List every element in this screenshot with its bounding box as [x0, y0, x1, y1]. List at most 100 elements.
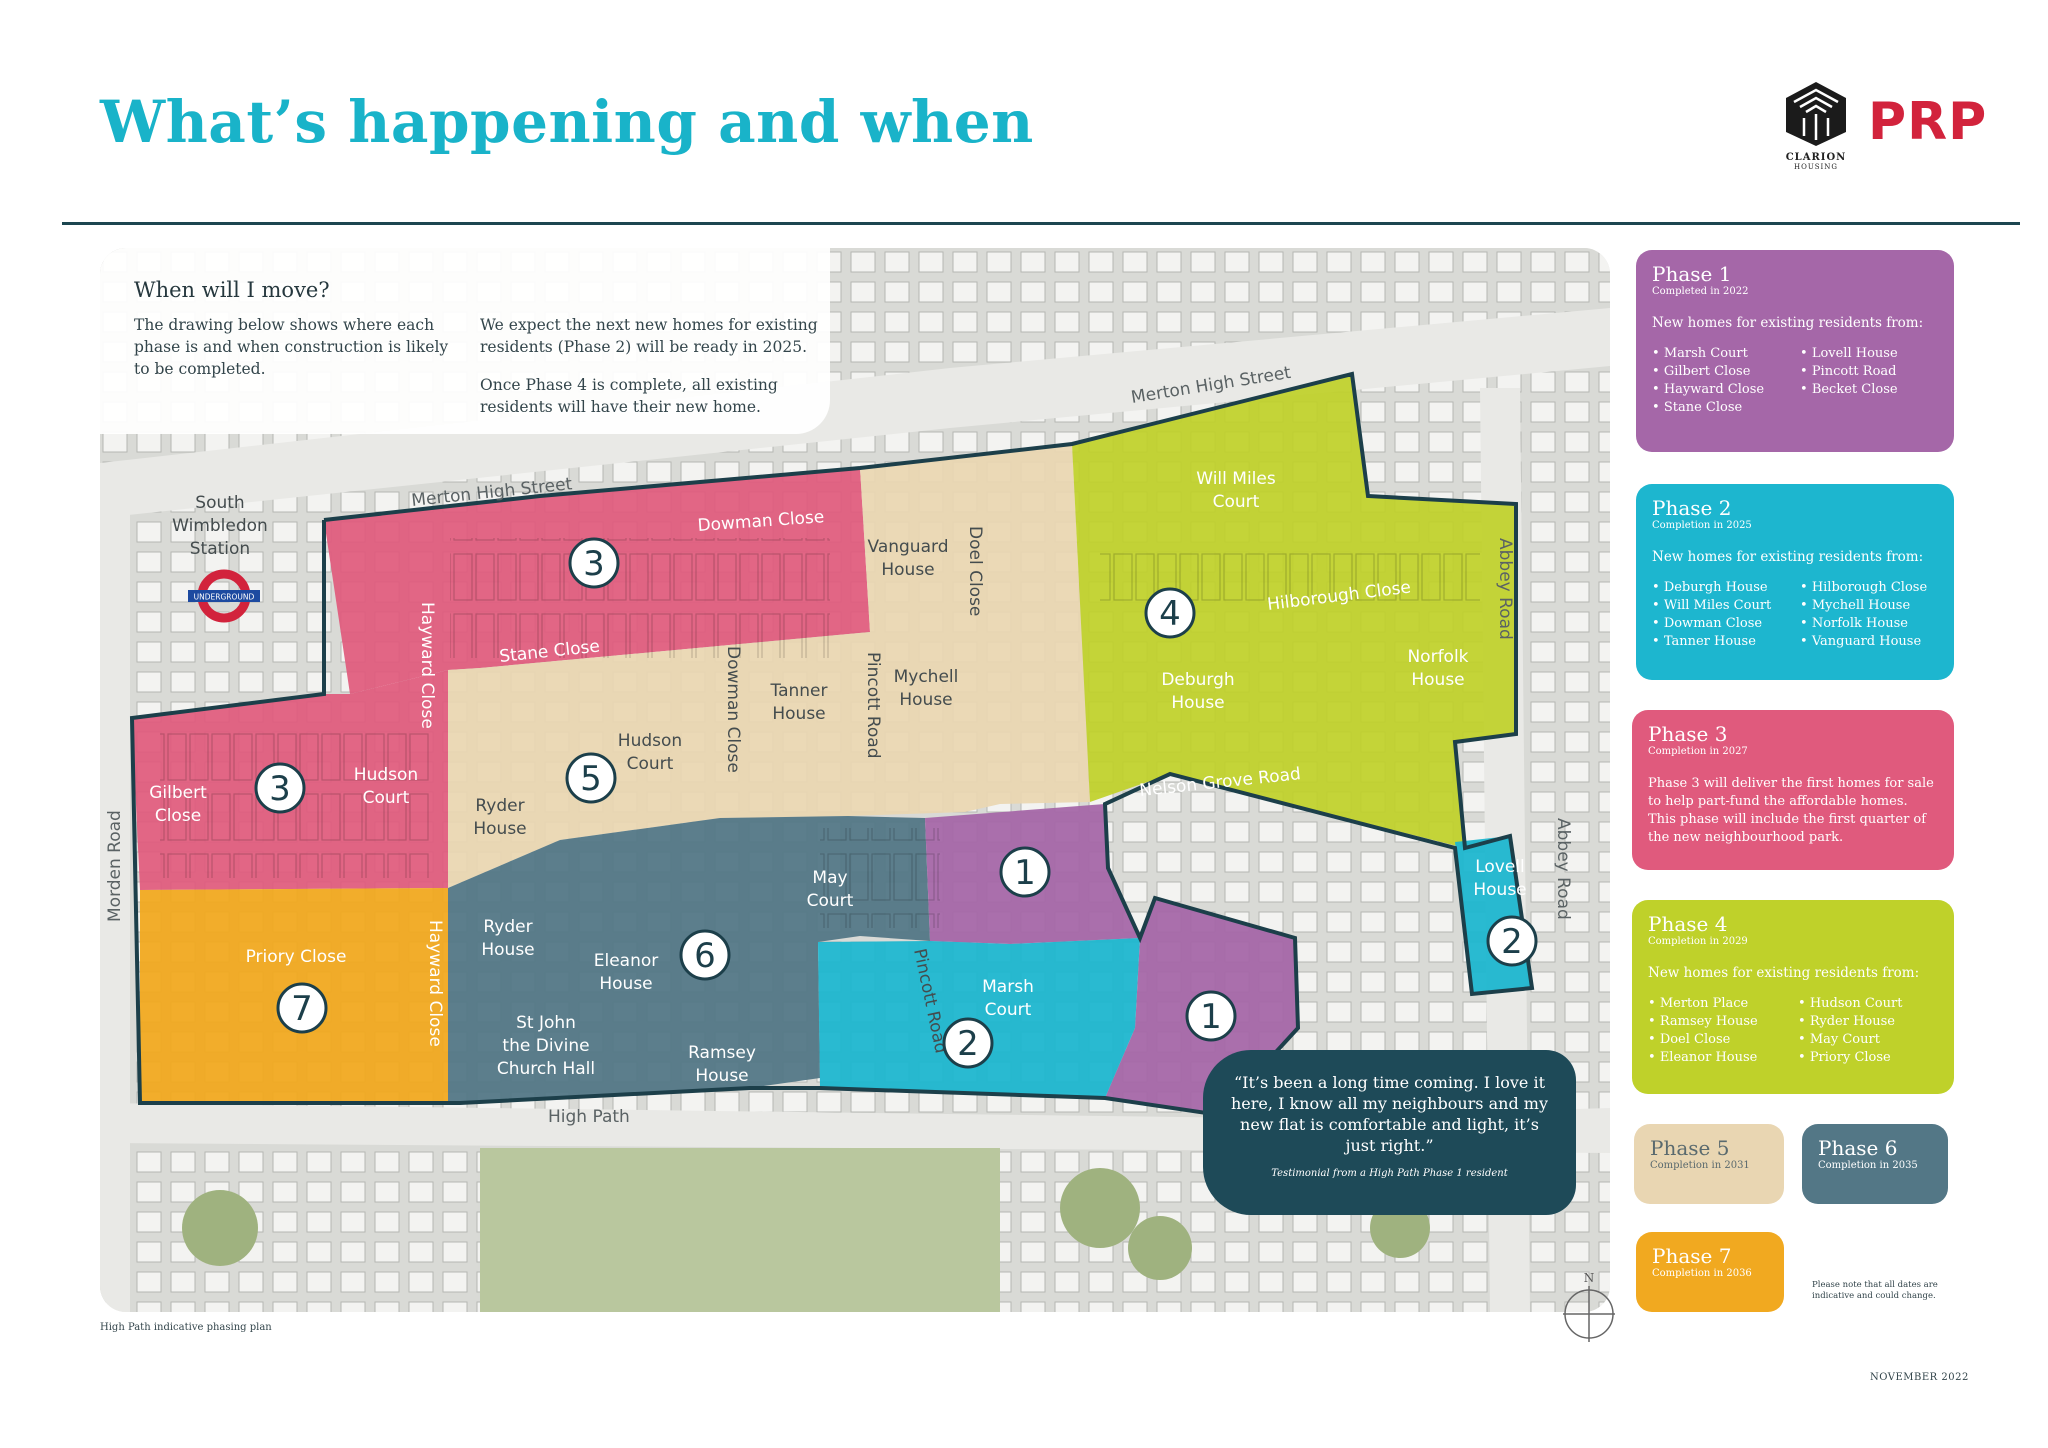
- phase-badge-2-south[interactable]: 2: [942, 1017, 994, 1069]
- svg-text:Lovell: Lovell: [1475, 857, 1525, 877]
- station-label-3: Station: [190, 539, 250, 559]
- list-item: Marsh Court: [1652, 345, 1790, 363]
- svg-text:3: 3: [583, 544, 605, 584]
- list-item: Ramsey House: [1648, 1013, 1788, 1031]
- phase-badge-1-north[interactable]: 1: [999, 846, 1051, 898]
- svg-text:2: 2: [1501, 922, 1523, 962]
- phase-badge-3-north[interactable]: 3: [568, 537, 620, 589]
- svg-text:the Divine: the Divine: [502, 1036, 589, 1056]
- list-item: Vanguard House: [1800, 633, 1938, 651]
- svg-text:House: House: [772, 704, 825, 724]
- phase-2-completion: Completion in 2025: [1652, 520, 1752, 531]
- phase-4-area[interactable]: [1072, 374, 1516, 848]
- list-item: Hudson Court: [1798, 995, 1938, 1013]
- park-area: [480, 1148, 1000, 1312]
- phase-6-name: Phase 6: [1818, 1136, 1898, 1160]
- svg-text:House: House: [1411, 670, 1464, 690]
- phase-badge-1-south[interactable]: 1: [1185, 990, 1237, 1042]
- testimonial-quote: “It’s been a long time coming. I love it…: [1203, 1050, 1576, 1215]
- clarion-mark-icon: [1786, 82, 1846, 146]
- list-item: Hilborough Close: [1800, 579, 1938, 597]
- phase-5-completion: Completion in 2031: [1650, 1160, 1750, 1171]
- info-heading: When will I move?: [134, 278, 330, 302]
- svg-text:Court: Court: [363, 788, 410, 808]
- svg-text:Mychell: Mychell: [894, 667, 959, 687]
- list-item: Tanner House: [1652, 633, 1790, 651]
- svg-text:Priory Close: Priory Close: [246, 947, 347, 967]
- street-hayward-close-b: Hayward Close: [425, 920, 445, 1047]
- street-abbey-road-a: Abbey Road: [1495, 538, 1515, 640]
- street-abbey-road-b: Abbey Road: [1553, 818, 1573, 920]
- svg-text:1: 1: [1200, 997, 1222, 1037]
- phase-2-south-area[interactable]: [818, 938, 1140, 1098]
- logos: CLARION HOUSING PRP: [1778, 80, 2008, 190]
- phase-badge-7[interactable]: 7: [276, 982, 328, 1034]
- phase-1-name: Phase 1: [1652, 262, 1732, 286]
- phase-2-card[interactable]: Phase 2 Completion in 2025 New homes for…: [1636, 484, 1954, 680]
- list-item: Eleanor House: [1648, 1049, 1788, 1067]
- info-text-2: We expect the next new homes for existin…: [480, 316, 818, 356]
- phase-4-completion: Completion in 2029: [1648, 936, 1748, 947]
- underground-roundel-icon: UNDERGROUND: [188, 569, 260, 623]
- header-divider: [62, 222, 2020, 225]
- list-item: Lovell House: [1800, 345, 1938, 363]
- station-label-1: South: [195, 493, 244, 513]
- quote-citation: Testimonial from a High Path Phase 1 res…: [1271, 1168, 1508, 1179]
- site-boundary: [129, 371, 1535, 1121]
- street-doel-close: Doel Close: [965, 526, 985, 616]
- phase-badge-6[interactable]: 6: [679, 929, 731, 981]
- phase-1-card[interactable]: Phase 1 Completed in 2022 New homes for …: [1636, 250, 1954, 452]
- svg-text:Ryder: Ryder: [483, 917, 532, 937]
- street-high-path: High Path: [548, 1107, 630, 1127]
- svg-text:House: House: [481, 940, 534, 960]
- date-stamp: NOVEMBER 2022: [1870, 1372, 1969, 1383]
- phase-1-intro: New homes for existing residents from:: [1652, 315, 1924, 331]
- phase-7-card[interactable]: Phase 7 Completion in 2036: [1636, 1232, 1784, 1312]
- svg-text:Hudson: Hudson: [618, 731, 682, 751]
- phase-badge-4[interactable]: 4: [1144, 587, 1196, 639]
- road-merton-high-street: [100, 308, 1610, 518]
- phase-badge-2-east[interactable]: 2: [1486, 915, 1538, 967]
- phase-badge-3-west[interactable]: 3: [254, 762, 306, 814]
- phase-3-card[interactable]: Phase 3 Completion in 2027 Phase 3 will …: [1632, 710, 1954, 870]
- svg-text:Ryder: Ryder: [475, 796, 524, 816]
- phase-1-completion: Completed in 2022: [1652, 286, 1749, 297]
- phase-5-name: Phase 5: [1650, 1136, 1730, 1160]
- tree: [1060, 1168, 1140, 1248]
- list-item: Priory Close: [1798, 1049, 1938, 1067]
- south-wimbledon-station[interactable]: South Wimbledon Station UNDERGROUND: [172, 493, 268, 623]
- svg-text:Hudson: Hudson: [354, 765, 418, 785]
- list-item: May Court: [1798, 1031, 1938, 1049]
- svg-text:House: House: [881, 560, 934, 580]
- phasing-map[interactable]: Merton High Street Merton High Street Ab…: [100, 248, 1610, 1312]
- svg-text:1: 1: [1014, 853, 1036, 893]
- svg-text:House: House: [899, 690, 952, 710]
- phase-4-intro: New homes for existing residents from:: [1648, 965, 1920, 981]
- svg-text:2: 2: [957, 1024, 979, 1064]
- svg-text:UNDERGROUND: UNDERGROUND: [194, 593, 255, 602]
- clarion-sub: HOUSING: [1793, 163, 1839, 171]
- tree: [1128, 1216, 1192, 1280]
- svg-text:Court: Court: [1213, 492, 1260, 512]
- phase-3-name: Phase 3: [1648, 722, 1728, 746]
- phase-5-card[interactable]: Phase 5 Completion in 2031: [1634, 1124, 1784, 1204]
- svg-text:Close: Close: [155, 806, 201, 826]
- tree: [182, 1190, 258, 1266]
- list-item: Will Miles Court: [1652, 597, 1790, 615]
- phase-4-card[interactable]: Phase 4 Completion in 2029 New homes for…: [1632, 900, 1954, 1094]
- map-canvas[interactable]: Merton High Street Merton High Street Ab…: [100, 248, 1610, 1312]
- street-morden-road: Morden Road: [105, 810, 125, 922]
- svg-text:Eleanor: Eleanor: [594, 951, 659, 971]
- phase-6-card[interactable]: Phase 6 Completion in 2035: [1802, 1124, 1948, 1204]
- phase-6-completion: Completion in 2035: [1818, 1160, 1918, 1171]
- phase-1-list: Marsh Court Lovell House Gilbert Close P…: [1652, 345, 1938, 417]
- phase-badge-5[interactable]: 5: [565, 752, 617, 804]
- page-title: What’s happening and when: [100, 88, 1034, 156]
